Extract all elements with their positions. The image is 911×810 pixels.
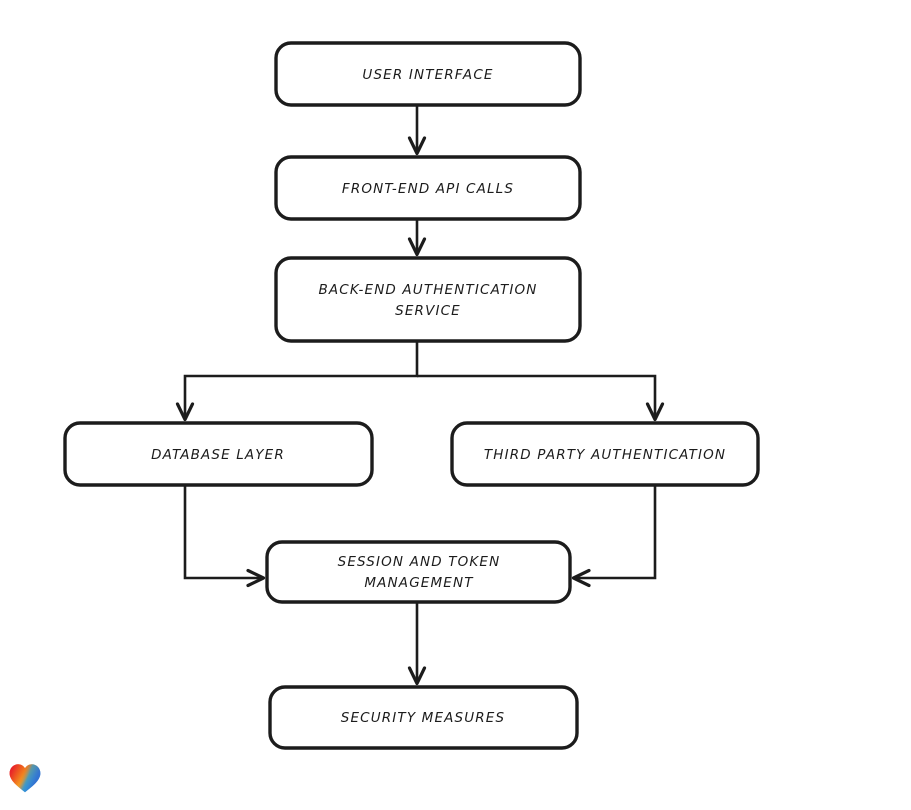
node-front-end-api-calls-label: FRONT-END API CALLS xyxy=(342,181,514,197)
edge-layer xyxy=(175,105,665,686)
node-third-party-authentication-shape[interactable] xyxy=(450,421,760,487)
node-user-interface[interactable]: USER INTERFACE xyxy=(274,41,582,107)
edge-database-to-session xyxy=(183,485,266,588)
node-database-layer-label: DATABASE LAYER xyxy=(151,447,285,463)
node-third-party-authentication-label: THIRD PARTY AUTHENTICATION xyxy=(484,447,726,463)
node-session-and-token-management-label-line2: MANAGEMENT xyxy=(364,575,474,591)
node-front-end-api-calls[interactable]: FRONT-END API CALLS xyxy=(274,155,582,221)
node-layer: USER INTERFACE FRONT-END API CALLS BACK-… xyxy=(63,41,760,750)
node-user-interface-label: USER INTERFACE xyxy=(362,67,493,83)
node-back-end-authentication-service-label-line1: BACK-END AUTHENTICATION xyxy=(318,282,537,298)
node-security-measures-shape[interactable] xyxy=(268,685,579,750)
edge-thirdparty-to-session xyxy=(571,485,657,588)
edge-session-to-security xyxy=(407,602,427,686)
edge-backend-to-thirdparty xyxy=(417,374,665,422)
node-session-and-token-management[interactable]: SESSION AND TOKEN MANAGEMENT xyxy=(265,540,572,604)
node-security-measures-label: SECURITY MEASURES xyxy=(341,710,505,726)
node-back-end-authentication-service[interactable]: BACK-END AUTHENTICATION SERVICE xyxy=(274,256,582,343)
node-third-party-authentication[interactable]: THIRD PARTY AUTHENTICATION xyxy=(450,421,760,487)
node-security-measures[interactable]: SECURITY MEASURES xyxy=(268,685,579,750)
node-user-interface-shape[interactable] xyxy=(274,41,582,107)
node-front-end-api-calls-shape[interactable] xyxy=(274,155,582,221)
node-database-layer[interactable]: DATABASE LAYER xyxy=(63,421,374,487)
edge-api-to-backend xyxy=(407,219,427,257)
node-session-and-token-management-shape[interactable] xyxy=(265,540,572,604)
edge-backend-to-database xyxy=(175,341,419,422)
node-back-end-authentication-service-label-line2: SERVICE xyxy=(395,303,461,319)
heart-icon-overlay xyxy=(9,764,41,793)
edge-ui-to-api xyxy=(407,105,427,156)
heart-icon xyxy=(9,764,41,793)
node-database-layer-shape[interactable] xyxy=(63,421,374,487)
node-back-end-authentication-service-shape[interactable] xyxy=(274,256,582,343)
node-session-and-token-management-label-line1: SESSION AND TOKEN xyxy=(338,554,501,570)
